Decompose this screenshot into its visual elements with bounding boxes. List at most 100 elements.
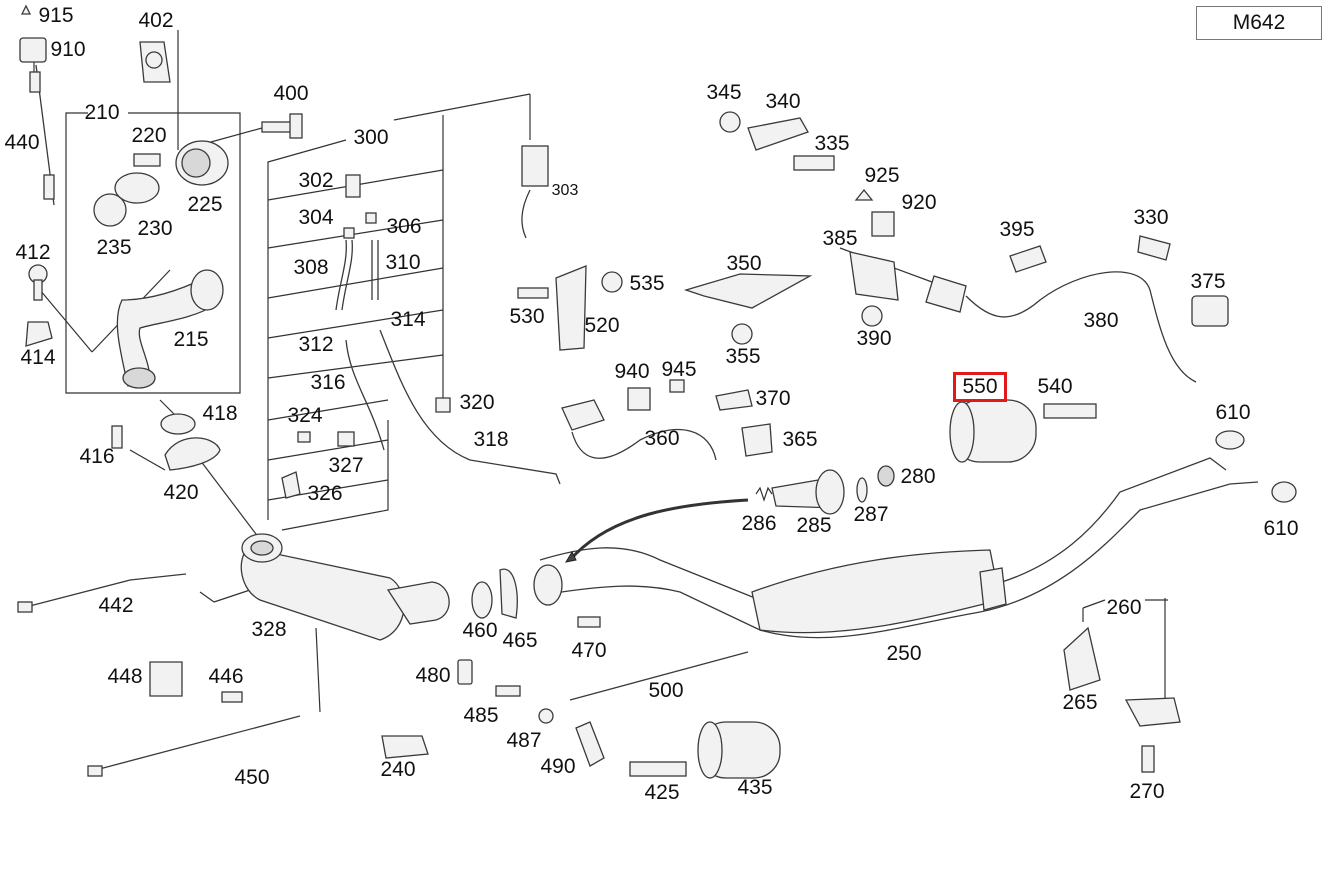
callout-400[interactable]: 400 (273, 82, 309, 105)
callout-350[interactable]: 350 (726, 252, 762, 275)
pump-285 (771, 469, 845, 515)
damper-435 (697, 721, 781, 779)
callout-910[interactable]: 910 (50, 38, 86, 61)
callout-280[interactable]: 280 (900, 465, 936, 488)
callout-425[interactable]: 425 (644, 781, 680, 804)
callout-340[interactable]: 340 (765, 90, 801, 113)
callout-435[interactable]: 435 (737, 776, 773, 799)
callout-420[interactable]: 420 (163, 481, 199, 504)
callout-412[interactable]: 412 (15, 241, 51, 264)
sensor-327 (337, 431, 355, 447)
callout-320[interactable]: 320 (459, 391, 495, 414)
sensor-440 (19, 4, 55, 206)
bracket-448 (149, 661, 183, 697)
damper-550 (949, 399, 1037, 463)
callout-306[interactable]: 306 (386, 215, 422, 238)
callout-416[interactable]: 416 (79, 445, 115, 468)
callout-418[interactable]: 418 (202, 402, 238, 425)
bracket-326 (281, 471, 301, 499)
callout-324[interactable]: 324 (287, 404, 323, 427)
callout-500[interactable]: 500 (648, 679, 684, 702)
callout-304[interactable]: 304 (298, 206, 334, 229)
model-code-label: M642 (1196, 6, 1322, 40)
callout-355[interactable]: 355 (725, 345, 761, 368)
callout-314[interactable]: 314 (390, 308, 426, 331)
callout-302[interactable]: 302 (298, 169, 334, 192)
callout-450[interactable]: 450 (234, 766, 270, 789)
nut-535 (601, 271, 623, 293)
dpf-328 (240, 533, 450, 641)
callout-945[interactable]: 945 (661, 358, 697, 381)
callout-440[interactable]: 440 (4, 131, 40, 154)
callout-300[interactable]: 300 (353, 126, 389, 149)
callout-385[interactable]: 385 (822, 227, 858, 250)
callout-550[interactable]: 550 (962, 375, 998, 398)
callout-390[interactable]: 390 (856, 327, 892, 350)
clip-324 (297, 431, 311, 443)
callout-915[interactable]: 915 (38, 4, 74, 27)
callout-318[interactable]: 318 (473, 428, 509, 451)
hose-308 (335, 239, 353, 311)
callout-485[interactable]: 485 (463, 704, 499, 727)
callout-540[interactable]: 540 (1037, 375, 1073, 398)
callout-225[interactable]: 225 (187, 193, 223, 216)
hanger-265 (1063, 626, 1101, 691)
callout-414[interactable]: 414 (20, 346, 56, 369)
callout-490[interactable]: 490 (540, 755, 576, 778)
callout-448[interactable]: 448 (107, 665, 143, 688)
callout-265[interactable]: 265 (1062, 691, 1098, 714)
callout-330[interactable]: 330 (1133, 206, 1169, 229)
callout-345[interactable]: 345 (706, 81, 742, 104)
callout-370[interactable]: 370 (755, 387, 791, 410)
callout-465[interactable]: 465 (502, 629, 538, 652)
callout-230[interactable]: 230 (137, 217, 173, 240)
callout-312[interactable]: 312 (298, 333, 334, 356)
callout-535[interactable]: 535 (629, 272, 665, 295)
callout-220[interactable]: 220 (131, 124, 167, 147)
callout-235[interactable]: 235 (96, 236, 132, 259)
ring-418 (160, 413, 196, 435)
callout-460[interactable]: 460 (462, 619, 498, 642)
bolt-400 (261, 113, 303, 139)
callout-530[interactable]: 530 (509, 305, 545, 328)
callout-920[interactable]: 920 (901, 191, 937, 214)
callout-940[interactable]: 940 (614, 360, 650, 383)
callout-925[interactable]: 925 (864, 164, 900, 187)
callout-520[interactable]: 520 (584, 314, 620, 337)
callout-215[interactable]: 215 (173, 328, 209, 351)
callout-270[interactable]: 270 (1129, 780, 1165, 803)
callout-328[interactable]: 328 (251, 618, 287, 641)
callout-380[interactable]: 380 (1083, 309, 1119, 332)
bolt-485 (495, 685, 521, 697)
callout-360[interactable]: 360 (644, 427, 680, 450)
callout-487[interactable]: 487 (506, 729, 542, 752)
callout-470[interactable]: 470 (571, 639, 607, 662)
callout-210[interactable]: 210 (84, 101, 120, 124)
callout-375[interactable]: 375 (1190, 270, 1226, 293)
plug-945 (669, 379, 685, 393)
sensor-925 (854, 188, 874, 201)
callout-480[interactable]: 480 (415, 664, 451, 687)
callout-446[interactable]: 446 (208, 665, 244, 688)
callout-326[interactable]: 326 (307, 482, 343, 505)
callout-287[interactable]: 287 (853, 503, 889, 526)
callout-240[interactable]: 240 (380, 758, 416, 781)
callout-310[interactable]: 310 (385, 251, 421, 274)
callout-335[interactable]: 335 (814, 132, 850, 155)
callout-327[interactable]: 327 (328, 454, 364, 477)
callout-250[interactable]: 250 (886, 642, 922, 665)
callout-402[interactable]: 402 (138, 9, 174, 32)
callout-365[interactable]: 365 (782, 428, 818, 451)
callout-260[interactable]: 260 (1106, 596, 1142, 619)
callout-610-bottom[interactable]: 610 (1263, 517, 1299, 540)
clip-395 (1009, 245, 1047, 273)
callout-303[interactable]: 303 (551, 182, 579, 199)
callout-316[interactable]: 316 (310, 371, 346, 394)
callout-395[interactable]: 395 (999, 218, 1035, 241)
callout-285[interactable]: 285 (796, 514, 832, 537)
clamp-465 (499, 568, 518, 619)
callout-308[interactable]: 308 (293, 256, 329, 279)
callout-286[interactable]: 286 (741, 512, 777, 535)
callout-442[interactable]: 442 (98, 594, 134, 617)
callout-610-top[interactable]: 610 (1215, 401, 1251, 424)
